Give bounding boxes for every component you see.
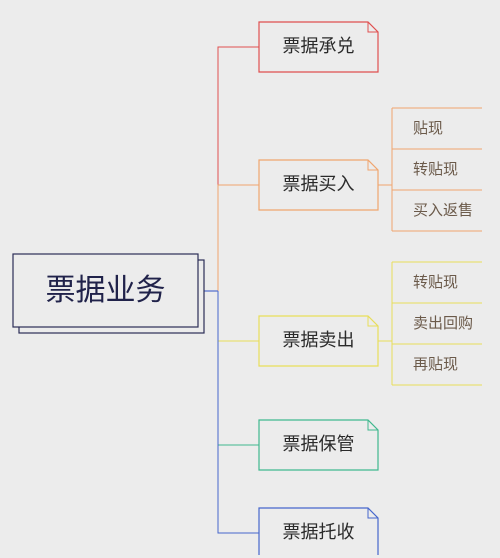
branch-node-label[interactable]: 票据卖出 xyxy=(282,330,355,351)
branch-box xyxy=(258,21,379,73)
branch-fold xyxy=(367,316,378,327)
branch-box xyxy=(258,419,379,471)
connector-line xyxy=(217,291,259,534)
connector-line xyxy=(217,291,259,342)
root-box xyxy=(12,253,199,328)
branch-node-label[interactable]: 票据托收 xyxy=(282,522,355,543)
root-title: 票据业务 xyxy=(45,273,166,308)
branch-fold xyxy=(367,22,378,33)
leaf-node-label[interactable]: 转贴现 xyxy=(413,273,459,291)
leaf-node-label[interactable]: 买入返售 xyxy=(413,201,474,219)
leaf-node-label[interactable]: 卖出回购 xyxy=(413,314,474,332)
branch-node-label[interactable]: 票据买入 xyxy=(282,174,355,195)
branch-fold xyxy=(367,420,378,431)
branch-box xyxy=(258,507,379,555)
branch-box xyxy=(258,315,379,367)
leaf-node-label[interactable]: 贴现 xyxy=(413,119,444,137)
branch-box xyxy=(258,159,379,211)
leaf-node-label[interactable]: 再贴现 xyxy=(413,355,459,373)
branch-node-label[interactable]: 票据承兑 xyxy=(282,36,355,57)
connector-line xyxy=(217,184,259,291)
connector-line xyxy=(217,46,259,291)
leaf-node-label[interactable]: 转贴现 xyxy=(413,160,459,178)
branch-node-label[interactable]: 票据保管 xyxy=(282,434,355,455)
branch-fold xyxy=(367,508,378,519)
branch-fold xyxy=(367,160,378,171)
connector-line xyxy=(217,291,259,446)
